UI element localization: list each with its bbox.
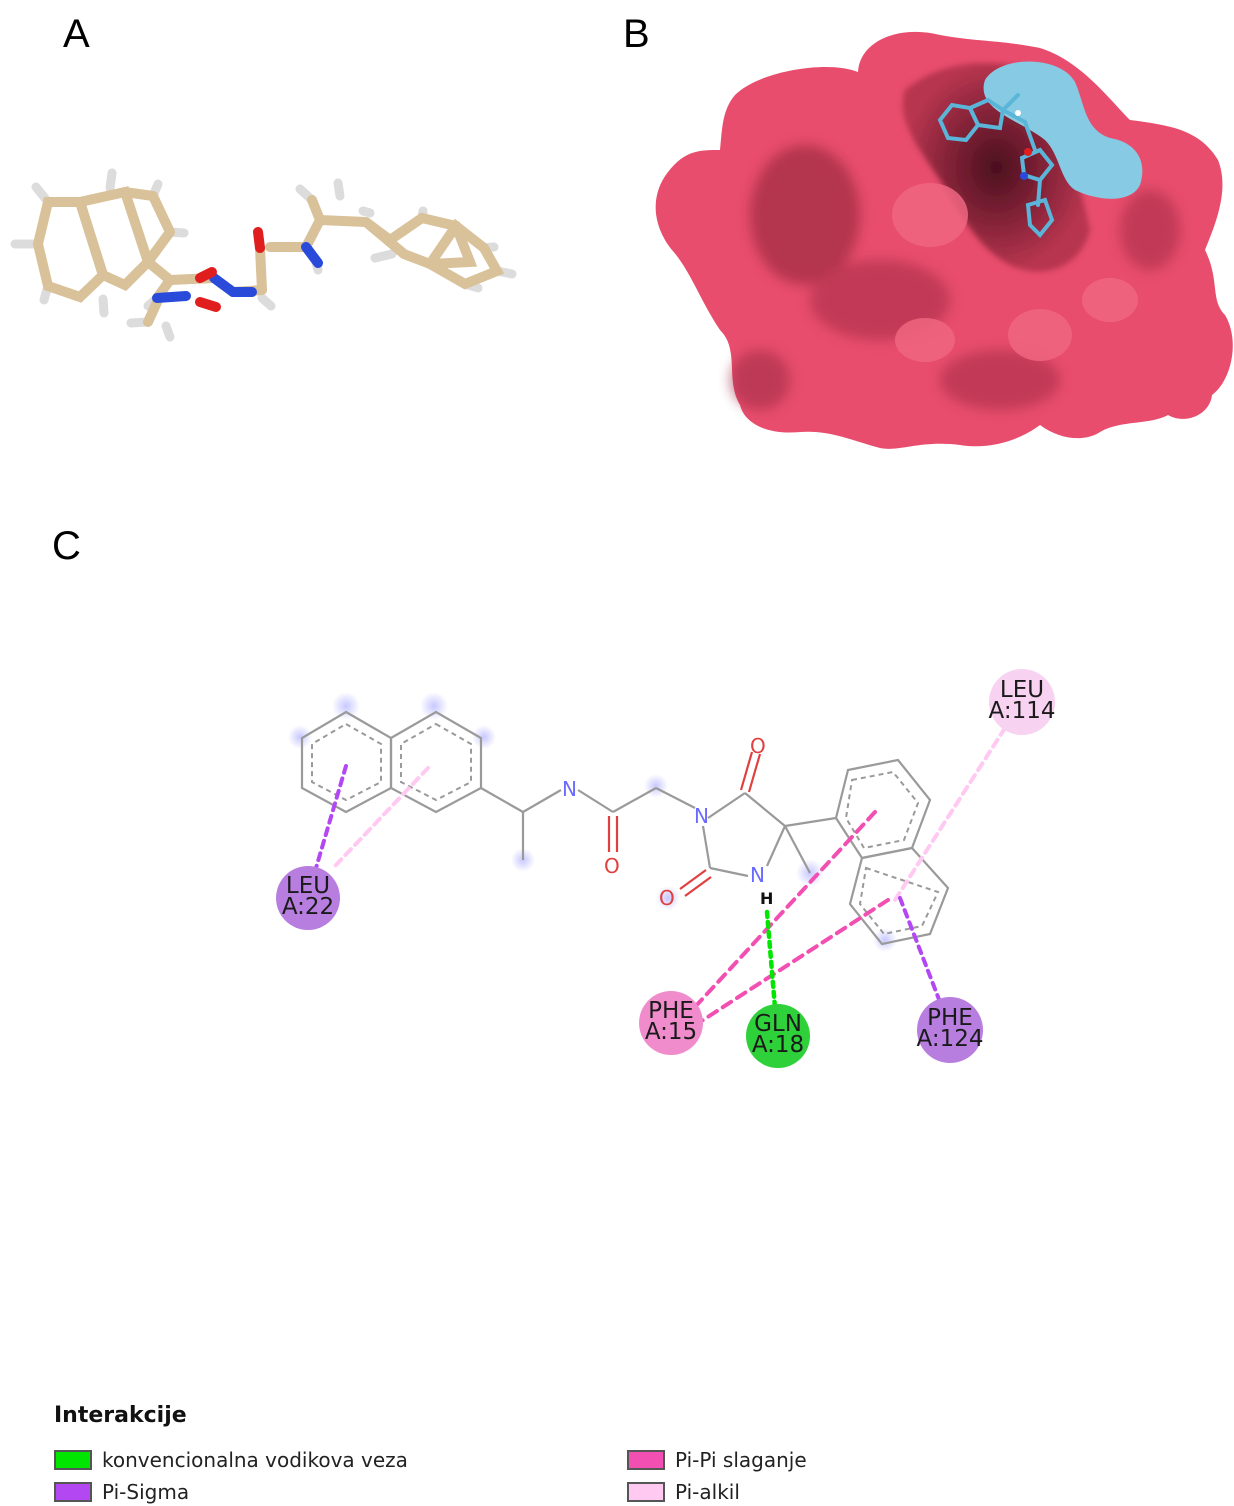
atom-n-amide: N <box>562 777 577 801</box>
panel-label-c: C <box>52 524 81 568</box>
protein-surface-render <box>655 31 1233 449</box>
atom-h: H <box>760 889 773 908</box>
legend-item-pi-alkyl: Pi-alkil <box>627 1480 740 1504</box>
residue-gln18: GLN A:18 <box>746 1004 810 1068</box>
residue-phe124: PHE A:124 <box>917 997 984 1063</box>
residue-leu22-id: A:22 <box>282 894 334 920</box>
legend-item-pi-pi: Pi-Pi slaganje <box>627 1448 807 1472</box>
legend-item-hbond: konvencionalna vodikova veza <box>54 1448 408 1472</box>
atom-o-ring-bottom: O <box>659 886 675 910</box>
residue-phe15-name: PHE <box>648 998 694 1024</box>
legend-swatch-pi-alkyl <box>627 1482 665 1502</box>
residue-phe124-id: A:124 <box>917 1026 984 1052</box>
residue-leu114-id: A:114 <box>989 698 1056 724</box>
residue-phe124-name: PHE <box>927 1005 973 1031</box>
legend-label-hbond: konvencionalna vodikova veza <box>102 1448 408 1472</box>
ligand-skeleton <box>300 710 950 946</box>
atom-n-ring-2: N <box>750 863 765 887</box>
legend-label-pi-alkyl: Pi-alkil <box>675 1480 740 1504</box>
figure-canvas: N N N O O O H LEU A:22 <box>10 31 1233 1068</box>
legend-title: Interakcije <box>54 1403 187 1428</box>
panel-label-a: A <box>63 12 90 56</box>
residue-gln18-id: A:18 <box>752 1032 804 1058</box>
interaction-diagram: N N N O O O H LEU A:22 <box>276 669 1055 1068</box>
legend-label-pi-sigma: Pi-Sigma <box>102 1480 190 1504</box>
molecule-3d-stick-model <box>10 168 517 342</box>
legend-swatch-pi-pi <box>627 1450 665 1470</box>
atom-o-ring-top: O <box>750 734 766 758</box>
residue-leu22-name: LEU <box>286 873 330 899</box>
interaction-lines <box>314 726 1007 1024</box>
legend-label-pi-pi: Pi-Pi slaganje <box>675 1448 807 1472</box>
residue-gln18-name: GLN <box>754 1011 802 1037</box>
panel-label-b: B <box>623 12 650 56</box>
residue-phe15: PHE A:15 <box>639 991 703 1055</box>
residue-leu114: LEU A:114 <box>989 669 1056 735</box>
legend-swatch-pi-sigma <box>54 1482 92 1502</box>
legend-swatch-hbond <box>54 1450 92 1470</box>
residue-leu22: LEU A:22 <box>276 866 340 930</box>
atom-o-amide: O <box>604 854 620 878</box>
atom-n-ring-1: N <box>694 804 709 828</box>
residue-leu114-name: LEU <box>1000 677 1044 703</box>
residue-phe15-id: A:15 <box>645 1019 697 1045</box>
legend-item-pi-sigma: Pi-Sigma <box>54 1480 189 1504</box>
